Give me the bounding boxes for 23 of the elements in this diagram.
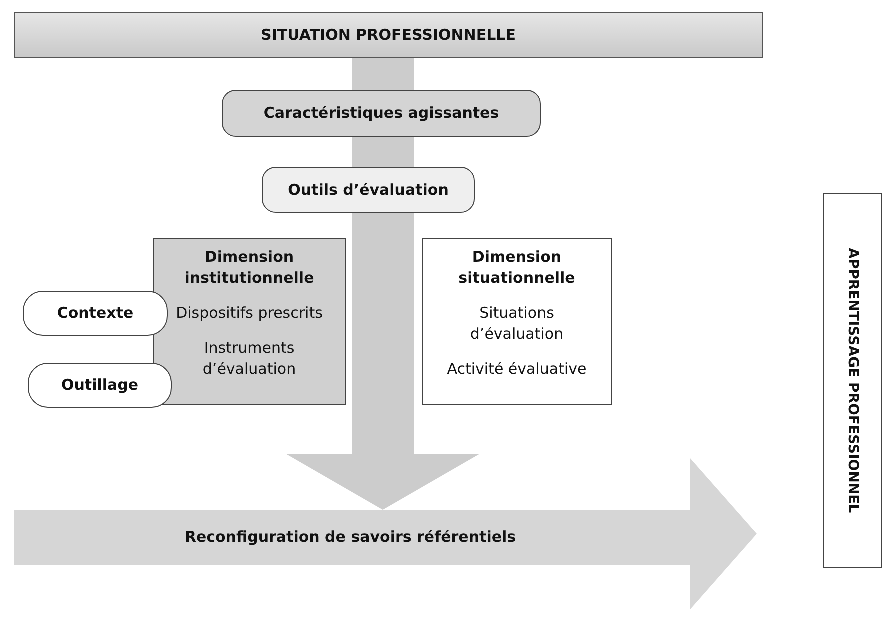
node-label: Outillage — [61, 375, 139, 396]
vertical-box — [823, 193, 882, 568]
node-label: Outils d’évaluation — [288, 180, 449, 200]
box-text: Instruments d’évaluation — [202, 338, 298, 380]
pill-box — [23, 291, 168, 336]
box-text: Activité évaluative — [446, 359, 588, 380]
box-heading: Dimension situationnelle — [458, 247, 576, 289]
box-text: Dispositifs prescrits — [175, 303, 324, 324]
pill-box — [28, 363, 172, 408]
node-label: Caractéristiques agissantes — [264, 103, 500, 124]
node-label: SITUATION PROFESSIONNELLE — [261, 24, 516, 46]
box-text: Situations d’évaluation — [469, 303, 565, 345]
rounded-box — [262, 167, 475, 213]
title-band — [14, 12, 763, 58]
node-label: Reconfiguration de savoirs référentiels — [184, 527, 516, 548]
node-label: APPRENTISSAGE PROFESSIONNEL — [844, 248, 862, 514]
block-arrow — [286, 213, 480, 510]
block-arrow — [14, 458, 757, 610]
dimension-box — [153, 238, 346, 405]
rounded-box — [222, 90, 541, 137]
dimension-box — [422, 238, 612, 405]
node-label: Contexte — [57, 303, 134, 324]
box-heading: Dimension institutionnelle — [184, 247, 316, 289]
